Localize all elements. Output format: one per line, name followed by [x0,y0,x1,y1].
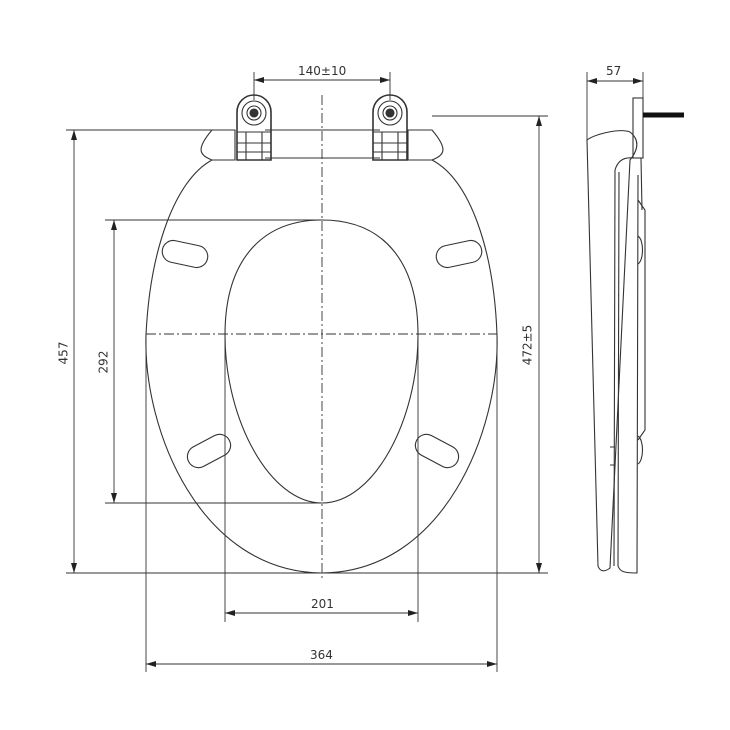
hinge-left [236,94,272,161]
hinge-right [372,94,408,161]
bumper-slot-bottom-left [186,433,232,469]
bumper-slot-top-left [161,239,209,269]
dim-opening-length: 292 [96,350,111,374]
dim-side-thickness: 57 [606,64,622,78]
dim-hinge-spacing: 140±10 [298,64,347,78]
dim-lid-length: 472±5 [520,324,535,366]
bumper-slot-bottom-right [414,433,460,469]
bumper-slot-top-right [435,239,483,269]
seat-opening [224,219,419,504]
side-view [586,97,684,574]
top-view [145,94,498,578]
right-rear-flap [407,129,444,161]
dimension-lines [66,72,644,672]
dim-overall-width: 364 [310,648,333,662]
seat-outline [145,159,498,574]
left-rear-flap [200,129,236,161]
dim-overall-length: 457 [56,341,71,365]
dim-opening-width: 201 [311,597,334,611]
